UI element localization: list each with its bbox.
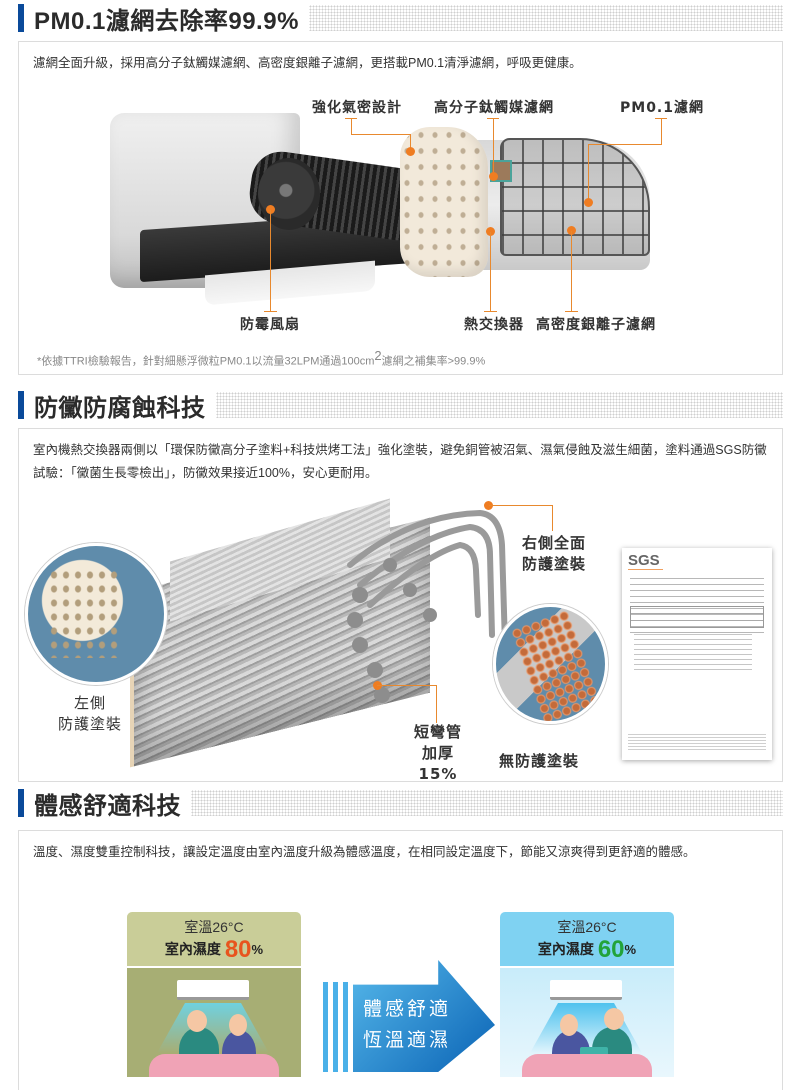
humidity-label: 室內濕度 bbox=[537, 941, 594, 957]
label-silver-ion-filter: 高密度銀離子濾網 bbox=[536, 317, 656, 333]
heading-accent-bar bbox=[18, 789, 24, 817]
humidity-label: 室內濕度 bbox=[164, 941, 221, 957]
heading-dot-pattern bbox=[215, 392, 783, 418]
footnote-text-suffix: 濾網之補集率>99.9% bbox=[381, 355, 486, 368]
section-description: 溫度、濕度雙重控制科技，讓設定溫度由室內溫度升級為體感溫度，在相同設定溫度下，節… bbox=[33, 845, 696, 859]
section-title: 體感舒適科技 bbox=[34, 792, 181, 820]
heading-dot-pattern bbox=[191, 790, 783, 816]
section-description: 室內機熱交換器兩側以「環保防黴高分子塗料+科技烘烤工法」強化塗裝，避免銅管被沼氣… bbox=[33, 443, 767, 480]
sgs-test-report-image: SGS bbox=[622, 548, 772, 760]
label-right-coating: 右側全面 防護塗裝 bbox=[521, 534, 586, 573]
footnote: *依據TTRI檢驗報告，針對細懸浮微粒PM0.1以流量32LPM通過100cm2… bbox=[37, 348, 485, 369]
heading-accent-bar bbox=[18, 4, 24, 32]
ac-unit-icon bbox=[177, 980, 249, 1000]
arrow-line-2: 恆溫適濕 bbox=[363, 1029, 452, 1051]
humidity-value: 80 bbox=[224, 936, 252, 963]
label-left-coating: 左側 防護塗裝 bbox=[57, 694, 122, 733]
section-title: 防黴防腐蝕科技 bbox=[34, 394, 206, 422]
fan-cap-image bbox=[258, 158, 320, 230]
label-airtight: 強化氣密設計 bbox=[312, 100, 402, 116]
copper-pipes-image bbox=[347, 509, 508, 703]
section-heading-comfort: 體感舒適科技 bbox=[18, 788, 783, 820]
humidity-unit: % bbox=[251, 942, 264, 957]
panel-humidity: 室內濕度 80% bbox=[127, 936, 301, 964]
no-coating-closeup bbox=[493, 604, 608, 724]
panel-temperature: 室溫26°C bbox=[557, 919, 617, 935]
section-heading-antimold: 防黴防腐蝕科技 bbox=[18, 390, 783, 422]
panel-temperature: 室溫26°C bbox=[184, 919, 244, 935]
section-heading-pm01: PM0.1濾網去除率99.9% bbox=[18, 3, 783, 35]
footnote-superscript: 2 bbox=[374, 348, 382, 363]
arrow-line-1: 體感舒適 bbox=[363, 998, 452, 1020]
comfort-arrow: 體感舒適 恆溫適濕 bbox=[323, 960, 495, 1072]
ac-unit-icon bbox=[550, 980, 622, 1000]
panel-after-comfort: 室溫26°C 室內濕度 60% bbox=[500, 912, 674, 1077]
footnote-text: *依據TTRI檢驗報告，針對細懸浮微粒PM0.1以流量32LPM通過100cm bbox=[37, 355, 375, 368]
sgs-logo: SGS bbox=[628, 552, 663, 570]
label-no-coating: 無防護塗裝 bbox=[499, 752, 580, 770]
section-description: 濾網全面升級，採用高分子鈦觸媒濾網、高密度銀離子濾網，更搭載PM0.1清淨濾網，… bbox=[33, 56, 582, 70]
heading-dot-pattern bbox=[308, 5, 783, 31]
heading-accent-bar bbox=[18, 391, 24, 419]
section-title: PM0.1濾網去除率99.9% bbox=[34, 7, 299, 35]
arrow-caption: 體感舒適 恆溫適濕 bbox=[363, 994, 463, 1056]
humidity-unit: % bbox=[624, 942, 637, 957]
panel-before-humid: 室溫26°C 室內濕度 80% bbox=[127, 912, 301, 1077]
label-short-bend: 短彎管 加厚15% bbox=[413, 723, 462, 783]
sofa-illustration bbox=[522, 1054, 652, 1077]
left-coating-closeup bbox=[25, 543, 167, 685]
label-pm01-filter: PM0.1濾網 bbox=[620, 100, 704, 116]
filter-grid-image bbox=[500, 138, 650, 256]
sofa-illustration bbox=[149, 1054, 279, 1077]
label-fan: 防霉風扇 bbox=[240, 317, 300, 333]
humidity-value: 60 bbox=[597, 936, 625, 963]
panel-humidity: 室內濕度 60% bbox=[500, 936, 674, 964]
label-titanium-filter: 高分子鈦觸媒濾網 bbox=[434, 100, 554, 116]
label-heat-exchanger: 熱交換器 bbox=[464, 317, 524, 333]
